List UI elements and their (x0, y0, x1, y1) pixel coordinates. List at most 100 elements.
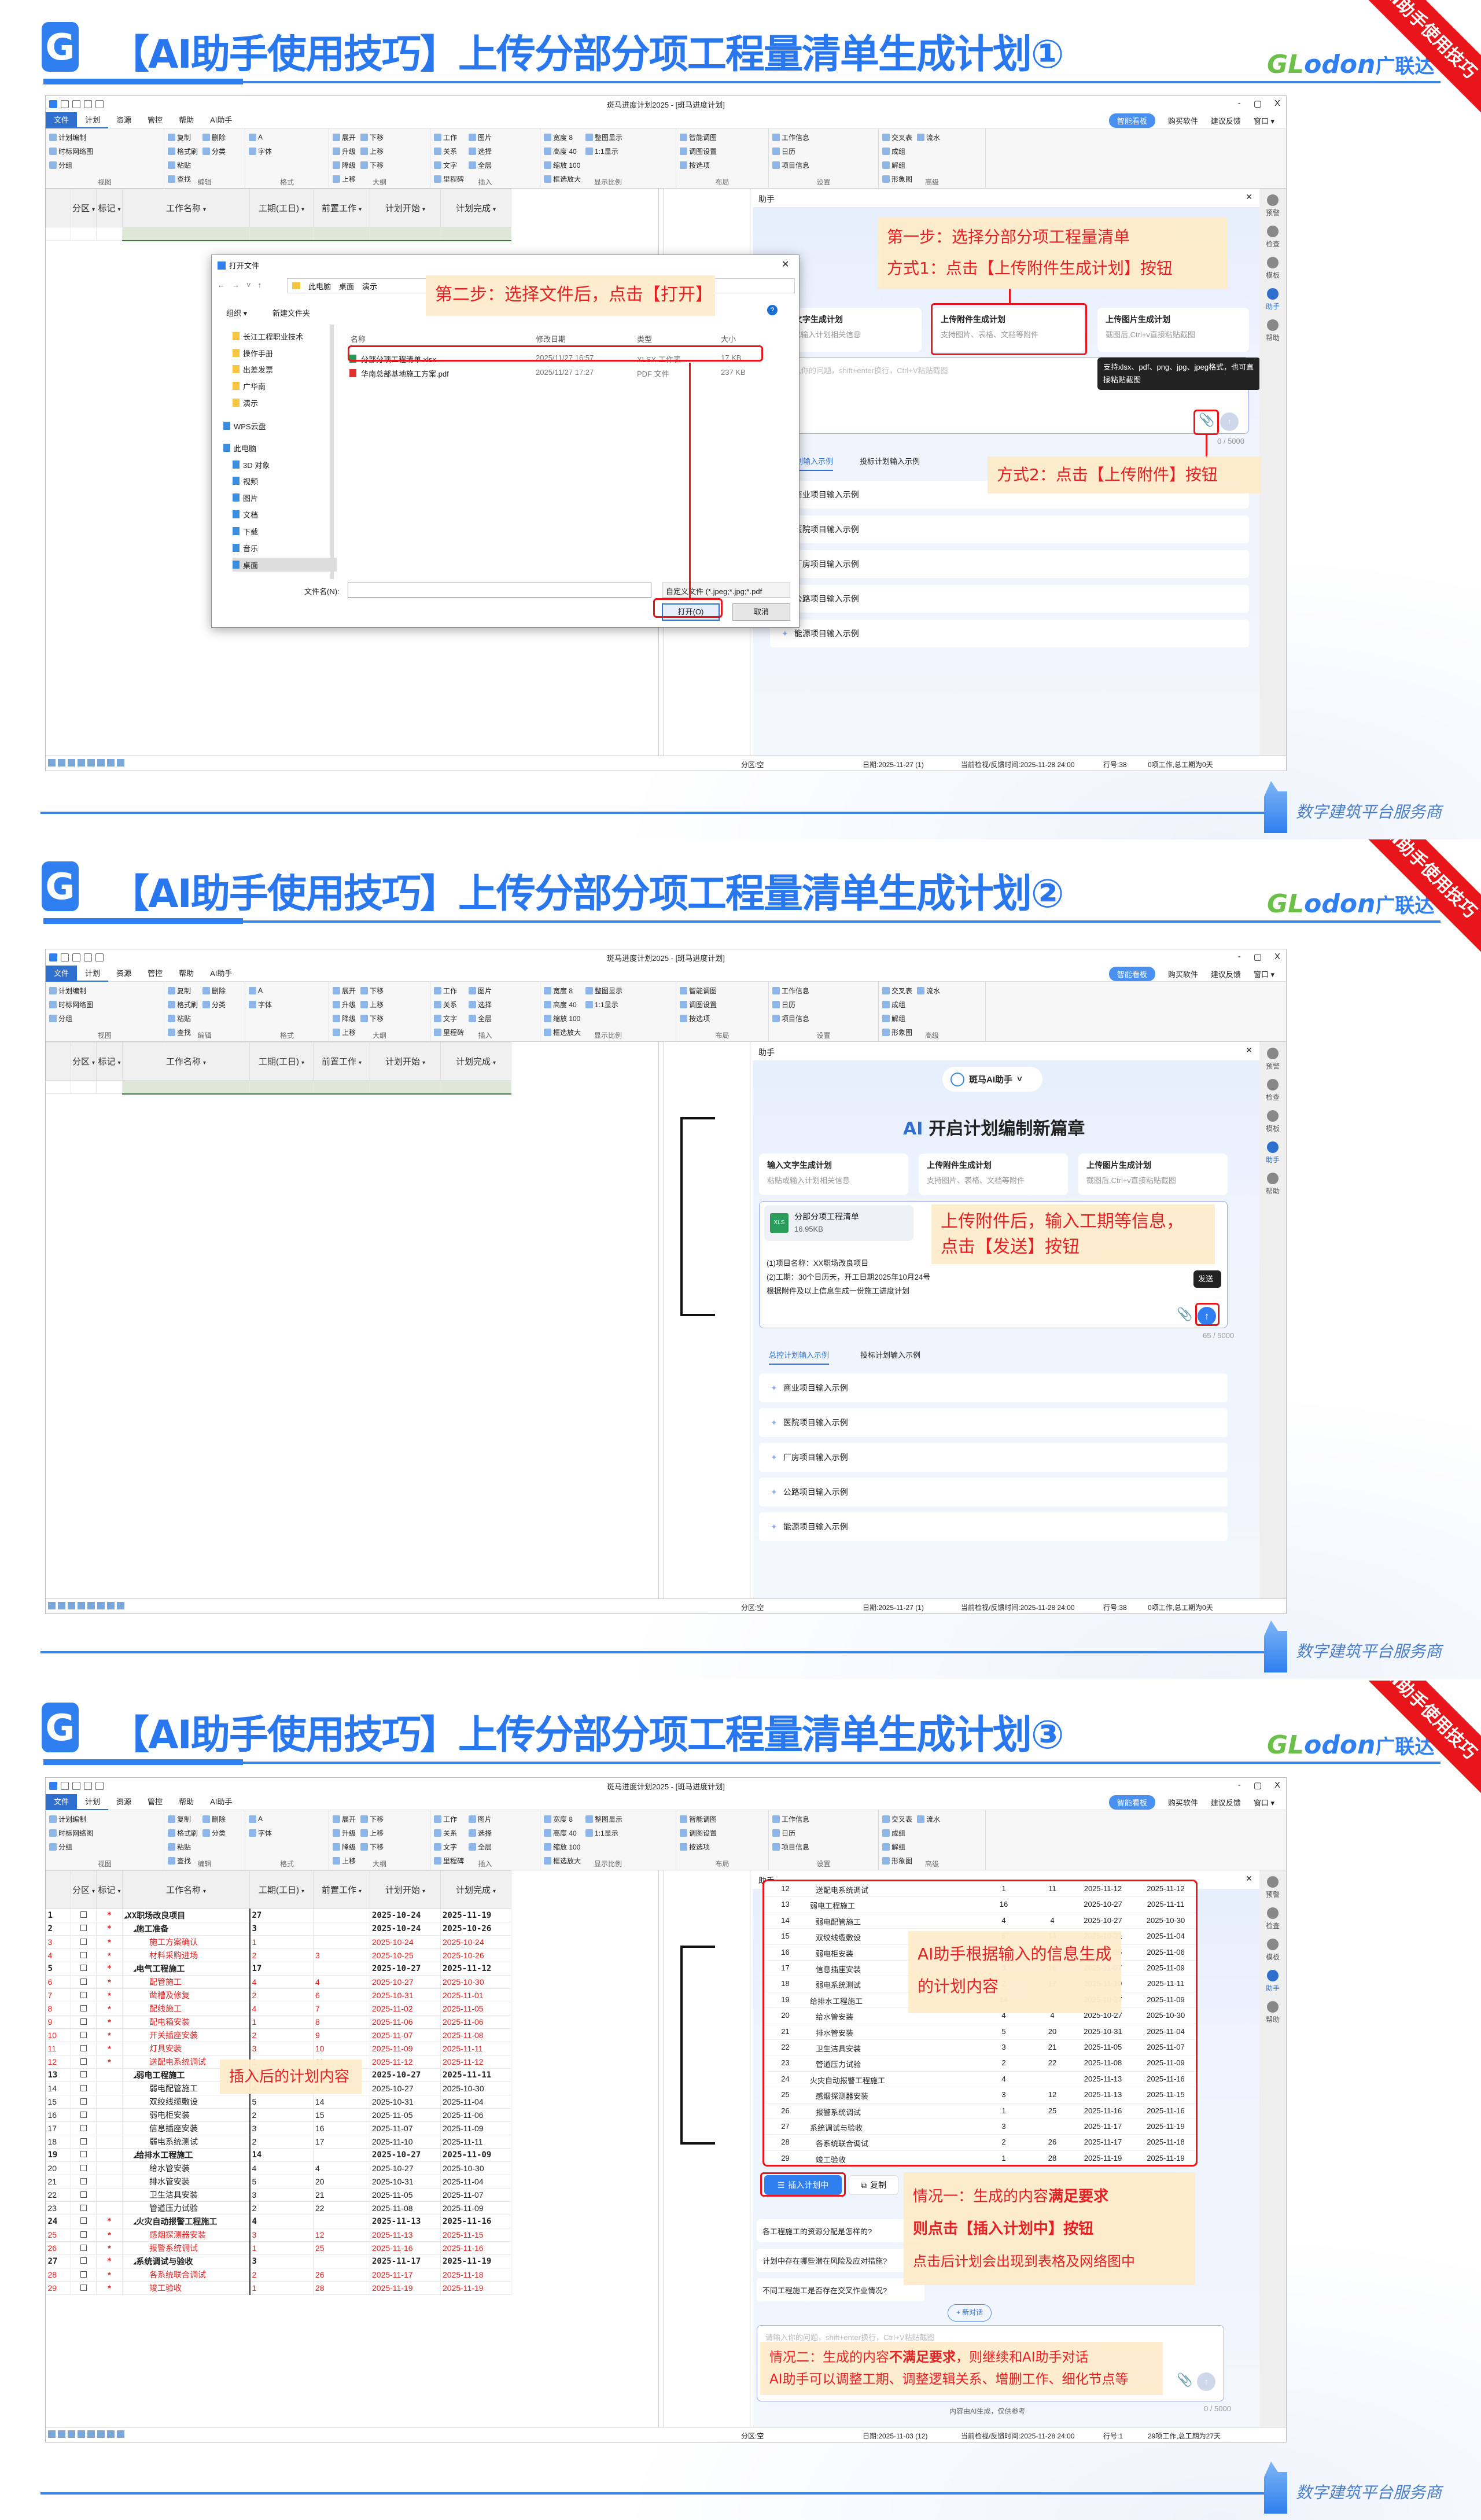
ribbon-button[interactable]: 粘贴 (168, 159, 198, 171)
ribbon-button[interactable]: 智能调图 (680, 1812, 717, 1825)
row-checkbox[interactable] (80, 2071, 87, 2077)
nav-tree-item[interactable]: 此电脑 (223, 441, 327, 455)
ribbon-button[interactable]: 形象图 (882, 1854, 912, 1867)
dropdown-arrow-icon[interactable]: ▾ (492, 1888, 496, 1895)
ribbon-button[interactable]: 工作信息 (772, 1812, 809, 1825)
column-header[interactable]: 标记▾ (96, 189, 123, 227)
ribbon-button[interactable]: 升级 (333, 998, 356, 1011)
ribbon-button[interactable]: 时标网络图 (49, 1826, 93, 1839)
row-checkbox[interactable] (80, 1965, 87, 1971)
predecessor[interactable]: 28 (313, 2281, 370, 2295)
zone-cell[interactable] (71, 1909, 97, 1922)
ribbon-button[interactable]: 分类 (202, 1826, 226, 1839)
smart-board-button[interactable]: 智能看板 (1108, 967, 1155, 981)
row-checkbox[interactable] (80, 1979, 87, 1985)
predecessor[interactable]: 8 (313, 2015, 370, 2029)
ribbon-button[interactable]: 选择 (469, 145, 492, 157)
print-icon[interactable] (95, 100, 104, 108)
plan-start[interactable]: 2025-10-31 (370, 2095, 441, 2109)
ribbon-button[interactable]: 整图显示 (585, 984, 622, 997)
ribbon-button[interactable]: 框选放大 (544, 1026, 581, 1038)
plan-start[interactable]: 2025-11-19 (370, 2281, 441, 2295)
ribbon-button[interactable]: 选择 (469, 998, 492, 1011)
table-cell[interactable] (71, 1080, 97, 1094)
row-checkbox[interactable] (80, 2125, 87, 2131)
ribbon-button[interactable]: 流水 (917, 1812, 940, 1825)
plan-start[interactable]: 2025-10-31 (370, 2175, 441, 2189)
view-mode-icon[interactable] (107, 1602, 115, 1609)
dropdown-arrow-icon[interactable]: ▾ (202, 207, 207, 213)
side-tool-alert[interactable]: 预警 (1266, 1048, 1280, 1071)
row-checkbox[interactable] (80, 2285, 87, 2291)
collapse-triangle-icon[interactable]: ◢ (133, 1928, 137, 1933)
work-name[interactable]: 配线施工 (122, 2002, 250, 2016)
menu-tab[interactable]: 文件 (46, 1793, 78, 1810)
ribbon-button[interactable]: 粘贴 (168, 1012, 198, 1025)
buy-software-link[interactable]: 购买软件 (1167, 117, 1198, 126)
table-cell[interactable] (249, 227, 314, 241)
row-checkbox[interactable] (80, 2032, 87, 2038)
side-tool-help[interactable]: 帮助 (1266, 1173, 1280, 1196)
zone-cell[interactable] (71, 2201, 97, 2215)
ribbon-button[interactable]: 项目信息 (772, 1840, 809, 1853)
dropdown-arrow-icon[interactable]: ▾ (492, 207, 496, 213)
print-icon[interactable] (95, 953, 104, 961)
ribbon-button[interactable]: 智能调图 (680, 984, 717, 997)
ribbon-button[interactable]: 全层 (469, 1012, 492, 1025)
ribbon-button[interactable]: 选择 (469, 1826, 492, 1839)
predecessor[interactable]: 15 (313, 2108, 370, 2122)
ribbon-button[interactable]: 宽度 8 (544, 984, 581, 997)
view-mode-icon[interactable] (48, 1602, 56, 1609)
recent-dropdown-icon[interactable]: ˅ (246, 281, 251, 289)
plan-start[interactable]: 2025-10-27 (370, 2068, 441, 2082)
ribbon-button[interactable]: 成组 (882, 1826, 912, 1839)
view-mode-icon[interactable] (78, 759, 85, 767)
row-checkbox[interactable] (80, 2005, 87, 2011)
save-icon[interactable] (61, 1782, 69, 1790)
plan-finish[interactable]: 2025-11-18 (440, 2268, 511, 2282)
column-header[interactable]: 标记▾ (96, 1042, 123, 1081)
zone-cell[interactable] (71, 2215, 97, 2228)
work-name[interactable]: 配电箱安装 (122, 2015, 250, 2029)
view-mode-icon[interactable] (87, 1602, 95, 1609)
send-button[interactable]: ↑ (1220, 412, 1239, 431)
forward-arrow-icon[interactable]: → (232, 281, 240, 289)
maximize-button[interactable]: ▢ (1253, 1781, 1262, 1790)
dropdown-arrow-icon[interactable]: ▾ (358, 1060, 362, 1066)
table-cell[interactable] (370, 227, 441, 241)
dropdown-arrow-icon[interactable]: ▾ (202, 1888, 207, 1895)
nav-tree-item[interactable]: 操作手册 (233, 346, 337, 360)
predecessor[interactable] (313, 1909, 370, 1922)
column-header[interactable]: 前置工作▾ (313, 1042, 370, 1081)
save-icon[interactable] (61, 953, 69, 961)
ribbon-button[interactable]: 复制 (168, 131, 198, 143)
side-tool-assistant[interactable]: 助手 (1266, 288, 1280, 311)
row-checkbox[interactable] (80, 2151, 87, 2157)
side-tool-check[interactable]: 检查 (1266, 1079, 1280, 1102)
collapse-triangle-icon[interactable]: ◢ (133, 2074, 137, 2080)
dropdown-arrow-icon[interactable]: ▾ (422, 1888, 426, 1895)
plan-start[interactable]: 2025-11-09 (370, 2042, 441, 2055)
plan-finish[interactable]: 2025-10-24 (440, 1935, 511, 1949)
example-item[interactable]: ✦公路项目输入示例 (759, 1478, 1228, 1506)
ribbon-button[interactable]: 时标网络图 (49, 998, 93, 1011)
window-menu[interactable]: 窗口 ▾ (1253, 970, 1274, 979)
example-item[interactable]: ✦公路项目输入示例 (770, 585, 1249, 613)
send-button[interactable]: ↑ (1197, 2372, 1215, 2391)
predecessor[interactable] (313, 2148, 370, 2162)
ribbon-button[interactable]: 成组 (882, 998, 912, 1011)
plan-start[interactable]: 2025-11-17 (370, 2254, 441, 2268)
side-tool-template[interactable]: 模板 (1266, 1110, 1280, 1133)
work-name[interactable]: 排水管安装 (122, 2175, 250, 2189)
buy-software-link[interactable]: 购买软件 (1167, 1799, 1198, 1807)
window-menu[interactable]: 窗口 ▾ (1253, 117, 1274, 126)
plan-start[interactable]: 2025-11-02 (370, 2002, 441, 2016)
row-checkbox[interactable] (80, 2112, 87, 2118)
plan-finish[interactable]: 2025-11-04 (440, 2175, 511, 2189)
plan-start[interactable]: 2025-11-07 (370, 2121, 441, 2135)
